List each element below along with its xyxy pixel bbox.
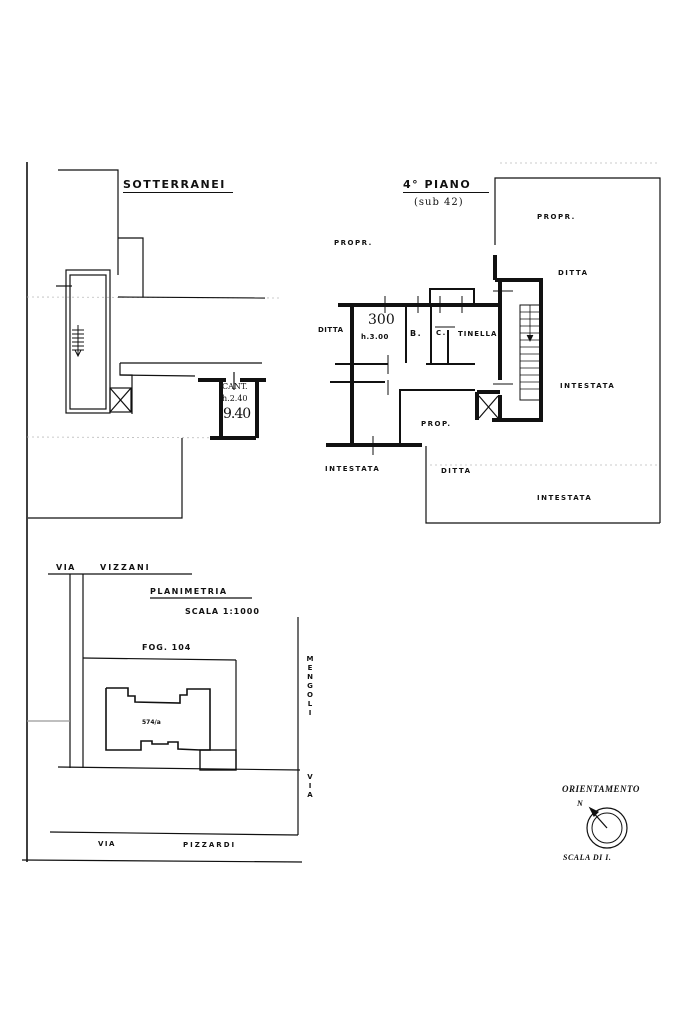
label-intestata-bottom-right: INTESTATA <box>537 494 593 502</box>
street-right-via: VIA <box>306 773 314 800</box>
floor-subtitle: (sub 42) <box>414 197 464 208</box>
orientation-title: ORIENTAMENTO <box>562 784 640 794</box>
room-height: h.3.00 <box>361 333 389 341</box>
label-ditta-top-right: DITTA <box>558 269 589 277</box>
label-intestata-right: INTESTATA <box>560 382 616 390</box>
street-right-name: MENGOLI <box>306 655 314 718</box>
street-top-name: VIZZANI <box>100 563 151 572</box>
compass-icon <box>587 808 627 848</box>
cantina-height: h.2.40 <box>222 394 248 403</box>
label-propr-right: PROPR. <box>537 213 576 221</box>
label-ditta-left: DITTA <box>318 326 344 334</box>
site-plan-title: PLANIMETRIA <box>150 587 228 596</box>
street-top-via: VIA <box>56 563 76 572</box>
room-kitchen: C. <box>436 329 447 337</box>
room-bath: B. <box>410 329 423 338</box>
label-propr-left: PROPR. <box>334 239 373 247</box>
site-plan-sheet: FOG. 104 <box>142 643 192 652</box>
floor-title: 4° PIANO <box>403 178 489 193</box>
basement-title: SOTTERRANEI <box>123 178 233 193</box>
label-intestata-bottom-left: INTESTATA <box>325 465 381 473</box>
north-label: N <box>577 799 584 808</box>
label-prop-center: PROP. <box>421 420 452 428</box>
site-plan-scale: SCALA 1:1000 <box>185 607 260 616</box>
cantina-label: CANT. <box>222 382 248 391</box>
orientation-scale: SCALA DI I. <box>563 853 612 862</box>
street-bottom-name: PIZZARDI <box>183 841 237 849</box>
room-tinello: TINELLA <box>458 330 498 338</box>
street-bottom-via: VIA <box>98 840 116 848</box>
cantina-area: 9.40 <box>223 406 251 422</box>
label-ditta-bottom: DITTA <box>441 467 472 475</box>
parcel-number: 574/a <box>142 719 161 726</box>
room-area: 300 <box>368 312 395 328</box>
